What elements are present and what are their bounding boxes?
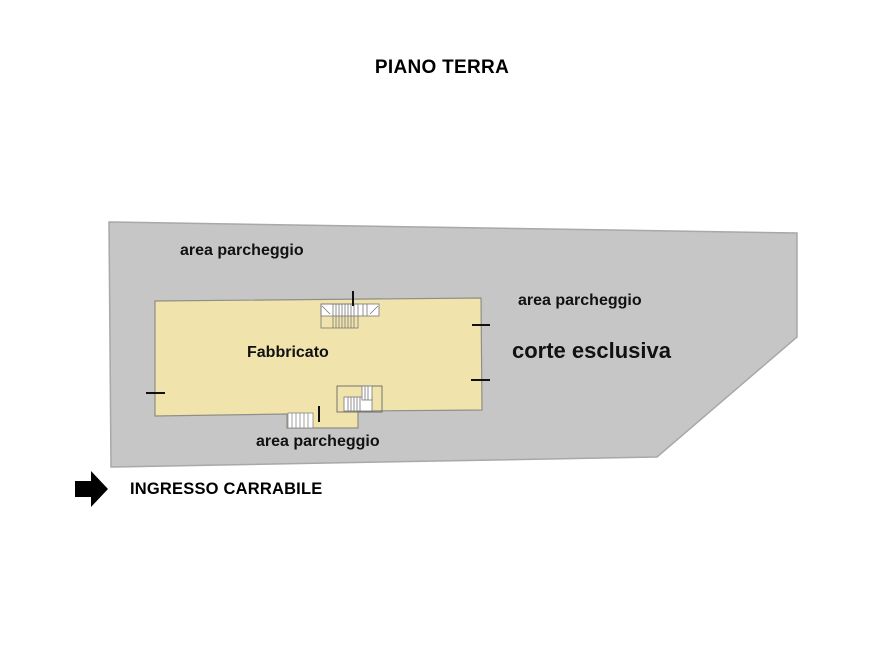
label-parking-bottom: area parcheggio (256, 433, 380, 450)
arrow-right-icon (75, 471, 108, 507)
stair-bottom-outside (287, 412, 314, 429)
label-building: Fabbricato (247, 344, 329, 361)
label-courtyard: corte esclusiva (512, 338, 671, 363)
building-footprint (154, 297, 483, 429)
page-title: PIANO TERRA (374, 57, 510, 78)
entrance-label: INGRESSO CARRABILE (130, 480, 323, 498)
label-parking-right: area parcheggio (518, 292, 642, 309)
label-parking-top-left: area parcheggio (180, 242, 304, 259)
stair-top (320, 303, 380, 329)
stair-bottom-inner (336, 385, 383, 413)
door-markers (146, 291, 490, 422)
